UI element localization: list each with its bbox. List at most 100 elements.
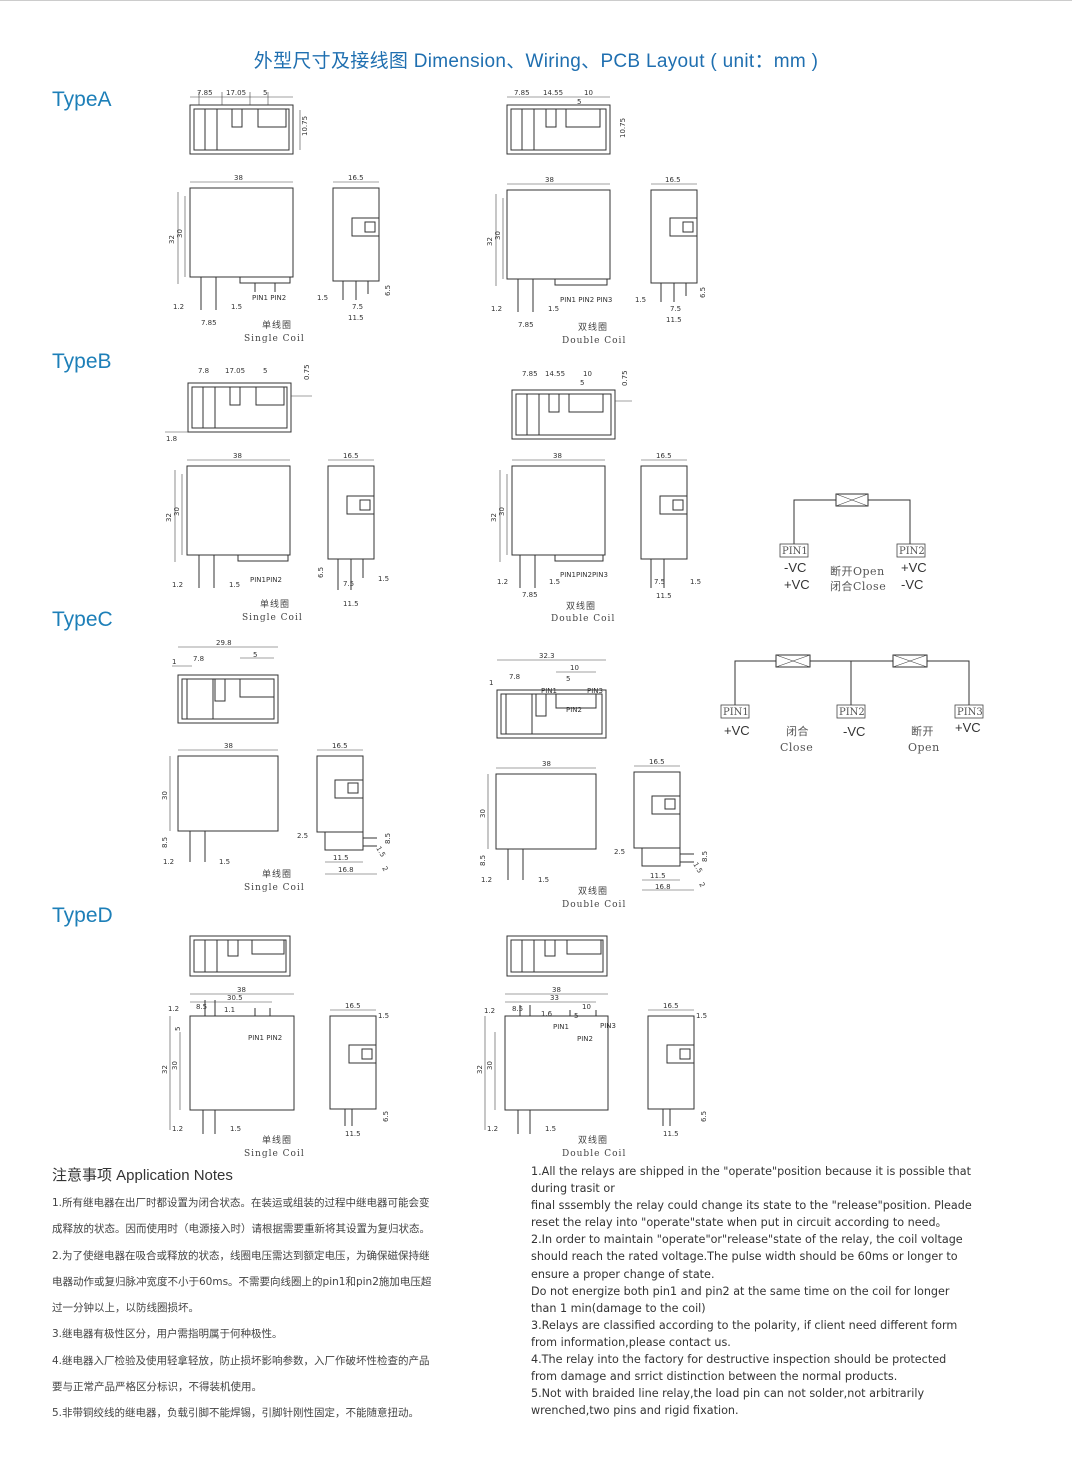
type-b-top-view-double: 7.85 14.55 10 5 0.75 — [511, 370, 632, 440]
note-en-line: 2.In order to maintain "operate"or"relea… — [531, 1233, 963, 1247]
dim-label: 1.2 — [163, 858, 174, 866]
dim-label: 7.8 — [509, 673, 520, 681]
dim-label: 1.2 — [497, 578, 508, 586]
caption-cn: 双线圈 — [566, 600, 596, 612]
dim-label: 1.2 — [491, 305, 502, 313]
page-title: 外型尺寸及接线图 Dimension、Wiring、PCB Layout ( u… — [253, 51, 819, 72]
dim-label: 1.2 — [172, 581, 183, 589]
note-en-line: 5.Not with braided line relay,the load p… — [531, 1387, 925, 1401]
type-c-side-view-double: 16.5 2.5 8.5 11.5 16.8 1.5 2 — [614, 758, 709, 891]
dim-label: 6.5 — [317, 567, 325, 578]
dim-label: 1.5 — [538, 876, 549, 884]
type-b-label: TypeB — [52, 350, 112, 373]
dim-label: 5 — [263, 367, 267, 375]
caption-cn: 双线圈 — [578, 885, 608, 897]
type-a-label: TypeA — [52, 88, 112, 111]
pin1-value: +VC — [724, 723, 750, 738]
type-d-top-view-double — [506, 935, 608, 977]
dim-label: 1 — [489, 679, 493, 687]
dim-label: 8.5 — [479, 855, 487, 866]
note-cn-line: 4.继电器入厂检验及使用轻拿轻放，防止损坏影响参数，入厂作破坏性检查的产品 — [52, 1354, 430, 1367]
dim-label: 14.55 — [543, 89, 563, 97]
dim-label: 5 — [580, 379, 584, 387]
note-cn-line: 要与正常产品严格区分标识，不得装机使用。 — [52, 1381, 262, 1394]
dim-label: 10.75 — [301, 116, 309, 136]
dim-label: 6.5 — [384, 285, 392, 296]
caption-en: Double Coil — [562, 1149, 626, 1159]
dim-label: 1.5 — [549, 578, 560, 586]
pin2-label: PIN2 — [839, 707, 865, 718]
note-en-line: ensure a proper change of state. — [531, 1267, 715, 1281]
caption-en: Single Coil — [244, 334, 305, 344]
note-en-line: from damage and srrict distinction betwe… — [531, 1370, 898, 1384]
caption-cn: 单线圈 — [262, 868, 292, 880]
dim-label: 5 — [253, 651, 257, 659]
pin1-open-value: -VC — [784, 560, 806, 575]
caption-cn: 单线圈 — [262, 1134, 292, 1146]
dim-label: 1.2 — [484, 1007, 495, 1015]
type-c-label: TypeC — [52, 608, 113, 631]
dim-label: 30 — [171, 1061, 179, 1070]
dim-label: 17.05 — [226, 89, 246, 97]
note-en-line: 3.Relays are classified according to the… — [531, 1318, 958, 1332]
dim-label: 1.2 — [487, 1125, 498, 1133]
dim-label: 7.5 — [670, 305, 681, 313]
pin1-label: PIN1 — [541, 687, 557, 695]
pin1-label: PIN1 — [782, 546, 808, 557]
state-close: 闭合Close — [830, 579, 886, 593]
pin1-label: PIN1 — [723, 707, 749, 718]
pin3-label: PIN3 — [957, 707, 983, 718]
dim-label: 30.5 — [227, 994, 243, 1002]
type-a-top-view-double: 7.85 14.55 10 5 10.75 — [506, 89, 627, 155]
dim-label: 11.5 — [663, 1130, 679, 1138]
dim-label: 1.8 — [166, 435, 177, 443]
dim-label: 1.5 — [378, 575, 389, 583]
dim-label: 1.5 — [219, 858, 230, 866]
pin2-label: PIN2 — [577, 1035, 593, 1043]
dim-label: 1.5 — [374, 845, 386, 859]
dim-label: 10 — [570, 664, 579, 672]
dim-label: 5 — [577, 98, 581, 106]
dim-label: 1 — [172, 658, 176, 666]
dim-label: 5 — [263, 89, 267, 97]
type-a-front-view-double: 38 32 30 PIN1 PIN2 PIN3 1.2 1.5 7.85 双线圈… — [486, 176, 625, 346]
dim-label: 38 — [233, 452, 242, 460]
note-cn-line: 1.所有继电器在出厂时都设置为闭合状态。在装运或组装的过程中继电器可能会变 — [52, 1197, 430, 1209]
type-d-label: TypeD — [52, 904, 113, 927]
dim-label: 6.5 — [699, 287, 707, 298]
type-d-front-view-double: 38 33 1.2 8.5 10 1.6 5 PIN1 PIN3 PIN2 32… — [476, 986, 626, 1159]
dim-label: 2.5 — [297, 832, 308, 840]
type-a-side-view-double: 16.5 1.5 7.5 11.5 6.5 — [635, 176, 707, 324]
dim-label: 7.85 — [514, 89, 530, 97]
pin2-label: PIN2 — [566, 706, 582, 714]
pin2-label: PIN2 — [899, 546, 925, 557]
type-c-top-view-double: 32.3 10 1 7.8 5 PIN1 PIN3 PIN2 — [489, 652, 607, 739]
type-d-side-view-double: 16.5 1.5 6.5 11.5 — [647, 1002, 708, 1138]
open-cn: 断开 — [911, 724, 934, 738]
type-d-front-view-single: 38 30.5 1.2 8.5 1.1 5 32 30 PIN1 PIN2 1.… — [161, 986, 304, 1159]
dim-label: 1.2 — [173, 303, 184, 311]
dim-label: 1.5 — [230, 1125, 241, 1133]
type-d-side-view-single: 16.5 1.5 6.5 11.5 — [329, 1002, 390, 1138]
dim-label: 7.85 — [522, 370, 538, 378]
note-en-line: 1.All the relays are shipped in the "ope… — [531, 1165, 971, 1178]
dim-label: 16.5 — [663, 1002, 679, 1010]
notes-heading: 注意事项 Application Notes — [52, 1167, 233, 1184]
type-a-top-view-single: 7.85 17.05 5 10.75 — [189, 89, 309, 155]
dim-label: 10 — [584, 89, 593, 97]
note-en-line: final sssembly the relay could change it… — [531, 1199, 972, 1213]
dim-label: 11.5 — [333, 854, 349, 862]
dim-label: 5 — [174, 1027, 182, 1031]
dim-label: 2 — [697, 881, 706, 889]
dim-label: 32 — [165, 513, 173, 522]
type-c-side-view-single: 16.5 2.5 8.5 11.5 16.8 1.5 2 — [297, 742, 392, 875]
open-en: Open — [908, 741, 940, 754]
dim-label: 32 — [161, 1065, 169, 1074]
notes-english: 1.All the relays are shipped in the "ope… — [531, 1163, 991, 1419]
type-c-front-view-double: 38 30 8.5 1.2 1.5 双线圈 Double Coil — [479, 760, 625, 910]
dim-label: 38 — [237, 986, 246, 994]
caption-cn: 单线圈 — [260, 598, 290, 610]
note-cn-line: 过一分钟以上，以防线圈损坏。 — [52, 1302, 199, 1315]
dim-label: 0.75 — [621, 370, 629, 386]
dim-label: 14.55 — [545, 370, 565, 378]
